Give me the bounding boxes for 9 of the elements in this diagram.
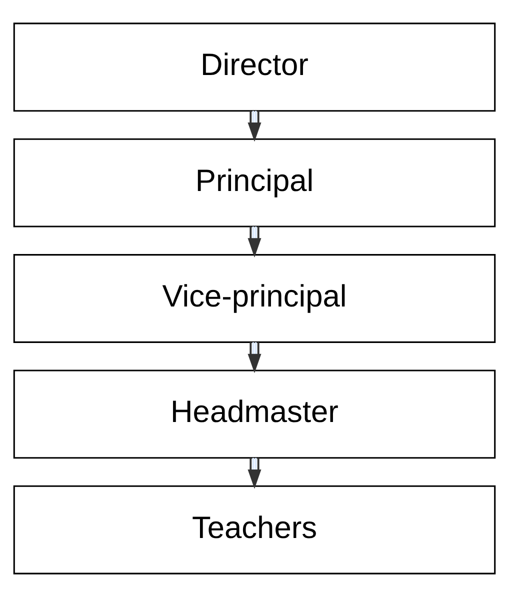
node-box: Vice-principal (12, 254, 496, 342)
arrow (247, 110, 261, 142)
node-box: Principal (12, 138, 496, 227)
node-box: Headmaster (12, 369, 496, 458)
arrow (247, 342, 261, 373)
node-box: Teachers (12, 484, 496, 574)
node-box: Director (12, 22, 496, 112)
arrow (247, 457, 261, 488)
arrow (247, 226, 261, 257)
